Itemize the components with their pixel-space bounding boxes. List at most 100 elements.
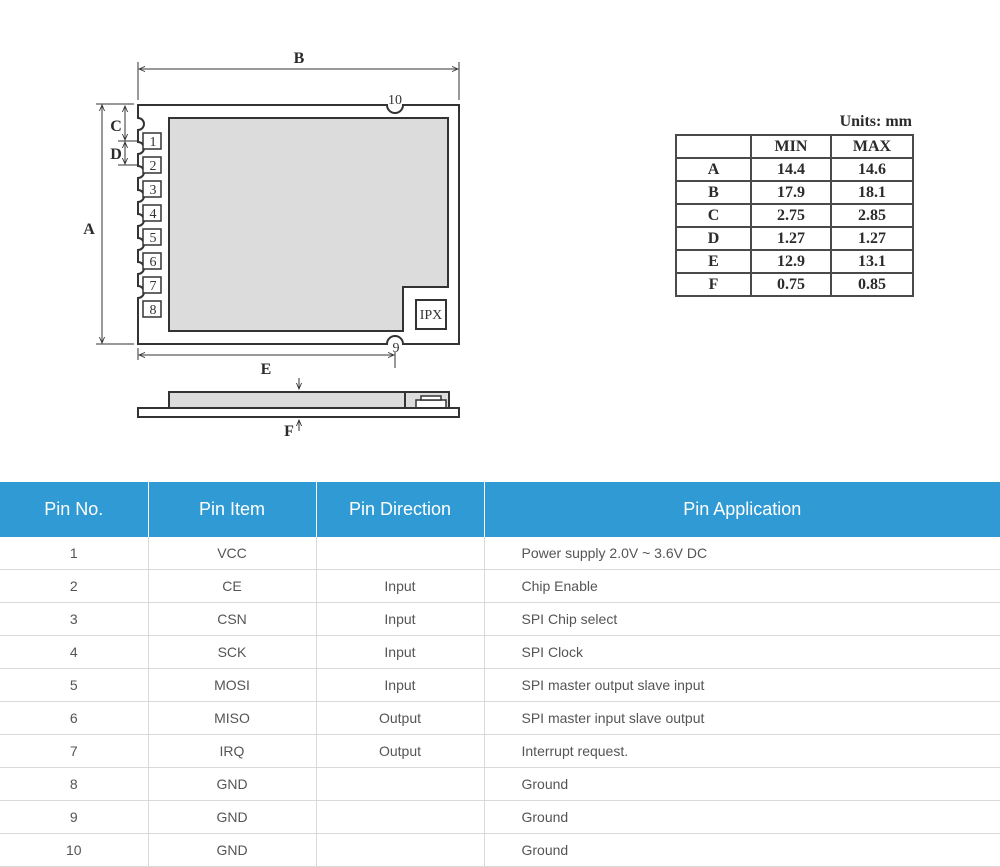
pin-item: GND xyxy=(147,800,316,834)
pin-number-4: 4 xyxy=(150,207,157,222)
header-pin-item: Pin Item xyxy=(147,482,316,537)
pin-direction: Output xyxy=(315,701,484,735)
pin-item: GND xyxy=(147,833,316,867)
pin-no: 9 xyxy=(0,800,148,834)
pin-application: Ground xyxy=(483,800,1000,834)
dimension-row: A 14.4 14.6 xyxy=(675,157,914,182)
pin-direction xyxy=(315,800,484,834)
dimension-row: C 2.75 2.85 xyxy=(675,203,914,228)
pin-application: Chip Enable xyxy=(483,569,1000,603)
pin-pads: 1 2 3 4 5 6 7 8 xyxy=(142,132,162,318)
pin-no: 1 xyxy=(0,537,148,570)
dimension-name: F xyxy=(675,272,752,297)
pin-application: Ground xyxy=(483,767,1000,801)
pin-no: 6 xyxy=(0,701,148,735)
pin-application: SPI Clock xyxy=(483,635,1000,669)
dimension-label-d: D xyxy=(110,146,122,163)
pin-number-5: 5 xyxy=(150,231,157,246)
dimension-f: F xyxy=(284,378,299,440)
pin-number-10: 10 xyxy=(388,93,402,108)
pin-item: GND xyxy=(147,767,316,801)
dimension-a: A xyxy=(83,103,134,345)
header-pin-application: Pin Application xyxy=(483,482,1000,537)
pin-number-6: 6 xyxy=(150,255,157,270)
dimension-name: D xyxy=(675,226,752,251)
pin-application: SPI master output slave input xyxy=(483,668,1000,702)
table-row: 8 GND Ground xyxy=(0,767,1000,801)
pin-no: 5 xyxy=(0,668,148,702)
table-row: 3 CSN Input SPI Chip select xyxy=(0,602,1000,636)
pin-item: CSN xyxy=(147,602,316,636)
pin-direction: Input xyxy=(315,635,484,669)
dimension-min: 17.9 xyxy=(750,180,832,205)
dimension-label-e: E xyxy=(261,361,272,378)
pin-direction: Input xyxy=(315,602,484,636)
dimension-d: D xyxy=(110,142,137,166)
pin-item: MISO xyxy=(147,701,316,735)
pin-no: 4 xyxy=(0,635,148,669)
dimension-name: B xyxy=(675,180,752,205)
pin-item: VCC xyxy=(147,537,316,570)
dimension-max: 14.6 xyxy=(830,157,914,182)
pin-number-2: 2 xyxy=(150,159,157,174)
dimension-max: 1.27 xyxy=(830,226,914,251)
dimension-label-f: F xyxy=(284,423,294,440)
pin-number-8: 8 xyxy=(150,303,157,318)
dimension-row: B 17.9 18.1 xyxy=(675,180,914,205)
dimension-table-header-blank xyxy=(675,134,752,159)
pin-direction xyxy=(315,767,484,801)
dimension-table-header-min: MIN xyxy=(750,134,832,159)
dimension-table-header-max: MAX xyxy=(830,134,914,159)
dimension-c: C xyxy=(110,106,137,142)
pin-number-7: 7 xyxy=(150,279,157,294)
table-row: 7 IRQ Output Interrupt request. xyxy=(0,734,1000,768)
pin-application: Ground xyxy=(483,833,1000,867)
pin-application: Interrupt request. xyxy=(483,734,1000,768)
dimension-max: 13.1 xyxy=(830,249,914,274)
module-shield xyxy=(168,117,449,332)
dimension-row: D 1.27 1.27 xyxy=(675,226,914,251)
dimension-max: 0.85 xyxy=(830,272,914,297)
dimension-b: B xyxy=(137,50,460,100)
pin-direction: Output xyxy=(315,734,484,768)
side-view xyxy=(137,391,460,418)
dimension-min: 14.4 xyxy=(750,157,832,182)
header-pin-direction: Pin Direction xyxy=(315,482,484,537)
pin-item: CE xyxy=(147,569,316,603)
dimension-label-c: C xyxy=(110,118,122,135)
dimension-max: 2.85 xyxy=(830,203,914,228)
pin-table-header: Pin No. Pin Item Pin Direction Pin Appli… xyxy=(0,482,1000,537)
pin-no: 3 xyxy=(0,602,148,636)
pin-no: 10 xyxy=(0,833,148,867)
dimension-name: C xyxy=(675,203,752,228)
table-row: 2 CE Input Chip Enable xyxy=(0,569,1000,603)
pin-application: SPI master input slave output xyxy=(483,701,1000,735)
module-dimension-diagram: B A C D IPX 1 2 3 4 5 6 7 xyxy=(83,50,460,440)
pin-direction xyxy=(315,537,484,570)
dimension-max: 18.1 xyxy=(830,180,914,205)
pin-item: MOSI xyxy=(147,668,316,702)
dimension-table: Units: mm MIN MAX A 14.4 14.6 B 17.9 18.… xyxy=(675,112,914,297)
pin-table: Pin No. Pin Item Pin Direction Pin Appli… xyxy=(0,482,1000,867)
ipx-connector xyxy=(415,299,447,330)
pin-number-9: 9 xyxy=(393,341,400,356)
dimension-min: 2.75 xyxy=(750,203,832,228)
table-row: 4 SCK Input SPI Clock xyxy=(0,635,1000,669)
dimension-name: A xyxy=(675,157,752,182)
dimension-min: 0.75 xyxy=(750,272,832,297)
pin-application: SPI Chip select xyxy=(483,602,1000,636)
dimension-row: F 0.75 0.85 xyxy=(675,272,914,297)
table-row: 6 MISO Output SPI master input slave out… xyxy=(0,701,1000,735)
pin-application: Power supply 2.0V ~ 3.6V DC xyxy=(483,537,1000,570)
pin-no: 7 xyxy=(0,734,148,768)
dimension-label-b: B xyxy=(294,50,305,67)
dimension-min: 1.27 xyxy=(750,226,832,251)
pin-no: 2 xyxy=(0,569,148,603)
header-pin-no: Pin No. xyxy=(0,482,148,537)
table-row: 5 MOSI Input SPI master output slave inp… xyxy=(0,668,1000,702)
pin-number-3: 3 xyxy=(150,183,157,198)
pin-direction xyxy=(315,833,484,867)
pin-direction: Input xyxy=(315,569,484,603)
table-row: 10 GND Ground xyxy=(0,833,1000,867)
pin-number-1: 1 xyxy=(150,135,157,150)
